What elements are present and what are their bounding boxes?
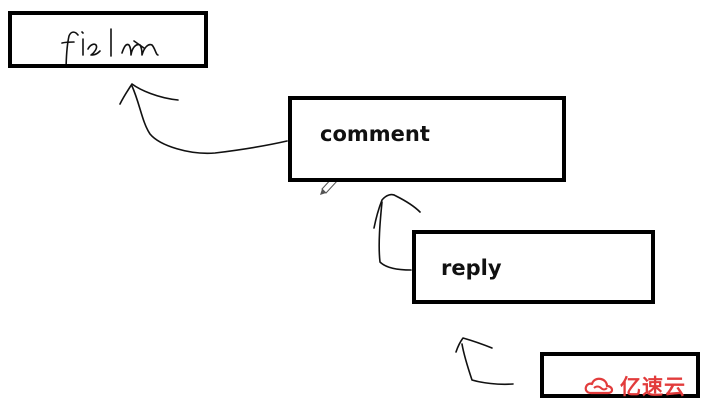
- arrowhead-comment-to-film: [119, 83, 179, 105]
- reply-label: reply: [441, 256, 502, 280]
- film-handwriting: [61, 28, 159, 64]
- reply-node: reply: [412, 230, 655, 304]
- arrowhead-reply-to-comment: [373, 193, 421, 229]
- cloud-logo-icon: [584, 377, 614, 395]
- arrow-comment-to-film: [131, 85, 288, 155]
- arrow-next-to-reply: [461, 343, 514, 386]
- comment-node: comment: [288, 96, 566, 182]
- watermark-text: 亿速云: [620, 375, 686, 399]
- film-node: film: [8, 11, 208, 68]
- arrowhead-next-to-reply: [455, 337, 493, 353]
- film-label: film: [12, 15, 212, 72]
- arrow-reply-to-comment: [378, 201, 412, 271]
- next-node: [540, 352, 700, 398]
- watermark-logo: 亿速云: [584, 372, 686, 400]
- comment-label: comment: [320, 122, 430, 146]
